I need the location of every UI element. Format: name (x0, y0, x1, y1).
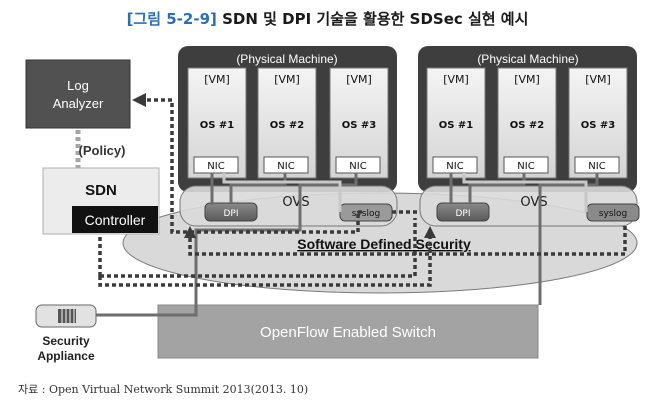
ovs-label-1: OVS (282, 195, 309, 210)
security-appliance-line1: Security (42, 334, 90, 348)
physical-machine-1-label: (Physical Machine) (236, 52, 337, 66)
sdn-label: SDN (85, 182, 117, 199)
control-dotted-lines (98, 98, 627, 287)
svg-text:[VM]: [VM] (585, 73, 611, 86)
svg-text:OS #1: OS #1 (200, 120, 235, 131)
vm-2-3: [VM] OS #3 NIC (568, 67, 628, 179)
log-analyzer-line1: Log (67, 78, 89, 93)
vm-1-1: [VM] OS #1 NIC (187, 67, 247, 179)
openflow-label: OpenFlow Enabled Switch (260, 324, 436, 341)
syslog-label-1: syslog (352, 209, 380, 219)
arrow-up-2 (424, 226, 436, 238)
arrow-to-log-analyzer (132, 93, 146, 107)
svg-text:[VM]: [VM] (346, 73, 372, 86)
svg-text:[VM]: [VM] (204, 73, 230, 86)
svg-text:NIC: NIC (446, 161, 463, 172)
syslog-box-2 (586, 203, 640, 222)
security-appliance-icon (35, 304, 97, 328)
figure-title-text: SDN 및 DPI 기술을 활용한 SDSec 실현 예시 (222, 10, 529, 28)
policy-label: (Policy) (79, 143, 126, 158)
ovs-label-2: OVS (520, 195, 547, 210)
physical-machine-2-label: (Physical Machine) (477, 52, 578, 66)
dpi-box-2 (436, 202, 490, 222)
source-note: 자료 : Open Virtual Network Summit 2013(20… (18, 383, 309, 396)
security-appliance-line2: Appliance (37, 349, 95, 363)
vm-2-1: [VM] OS #1 NIC (426, 67, 486, 179)
dpi-label-2: DPI (455, 209, 470, 219)
svg-text:OS #3: OS #3 (342, 120, 377, 131)
dpi-label-1: DPI (223, 209, 238, 219)
figure-title: [그림 5-2-9] SDN 및 DPI 기술을 활용한 SDSec 실현 예시 (0, 8, 655, 29)
svg-text:[VM]: [VM] (443, 73, 469, 86)
svg-text:OS #2: OS #2 (270, 120, 305, 131)
svg-text:OS #1: OS #1 (439, 120, 474, 131)
svg-text:OS #3: OS #3 (581, 120, 616, 131)
openflow-switch (157, 304, 539, 359)
svg-text:[VM]: [VM] (514, 73, 540, 86)
svg-text:NIC: NIC (349, 161, 366, 172)
svg-text:NIC: NIC (277, 161, 294, 172)
vm-2-2: [VM] OS #2 NIC (497, 67, 557, 179)
traffic-lines (96, 173, 599, 317)
vm-1-3: [VM] OS #3 NIC (329, 67, 389, 179)
arrow-up-1 (184, 226, 196, 238)
syslog-label-2: syslog (599, 209, 627, 219)
vm-1-2: [VM] OS #2 NIC (257, 67, 317, 179)
svg-text:[VM]: [VM] (274, 73, 300, 86)
log-analyzer-line2: Analyzer (53, 96, 104, 111)
svg-text:NIC: NIC (207, 161, 224, 172)
svg-text:NIC: NIC (588, 161, 605, 172)
figure-number: [그림 5-2-9] (126, 10, 217, 28)
traffic-lines-light (222, 173, 588, 212)
log-analyzer-box (25, 59, 131, 129)
svg-text:NIC: NIC (517, 161, 534, 172)
svg-text:OS #2: OS #2 (510, 120, 545, 131)
sds-label: Software Defined Security (297, 236, 471, 252)
controller-label: Controller (85, 212, 146, 228)
controller-box (72, 206, 158, 233)
